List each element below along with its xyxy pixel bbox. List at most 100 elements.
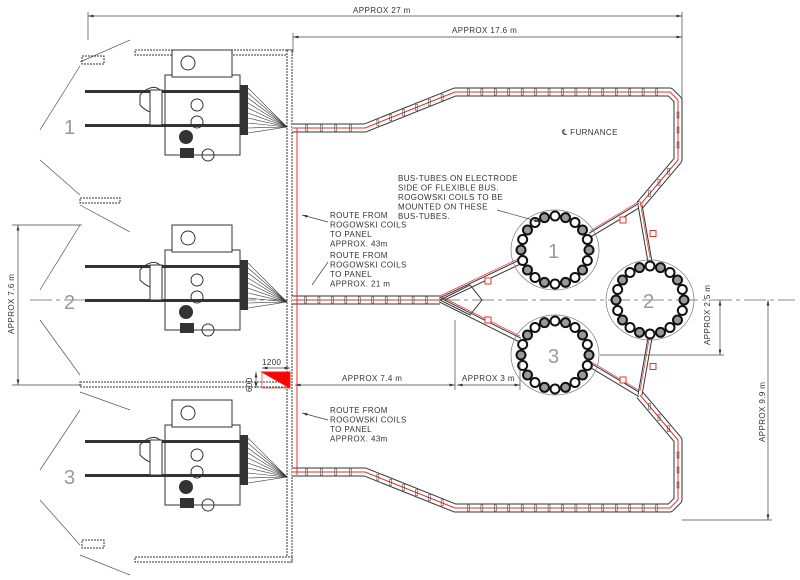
duct-support (334, 468, 338, 476)
flex-lead (247, 476, 288, 484)
flex-lead (247, 442, 288, 478)
note-route-lower-line: ROGOWSKI COILS (330, 416, 407, 425)
bus-tube (672, 314, 684, 326)
flex-lead (247, 457, 288, 478)
duct-support (467, 88, 470, 96)
duct-support (428, 99, 431, 106)
electrode-clamp-outline (510, 209, 600, 291)
pump (201, 148, 215, 162)
dimension-wall-to-delta: APPROX 7.4 m (295, 320, 456, 390)
duct-support (344, 296, 348, 304)
flex-lead (247, 292, 288, 303)
duct-support (415, 489, 418, 496)
duct-support (601, 88, 605, 96)
flex-lead (247, 267, 288, 303)
duct-support (628, 88, 631, 96)
flex-lead (247, 437, 288, 478)
bus-tube (616, 314, 628, 326)
duct-support (667, 168, 670, 175)
rogowski-coil (619, 376, 627, 384)
flex-lead (247, 107, 288, 128)
flex-lead (247, 126, 288, 129)
duct-support (305, 124, 308, 132)
coil-cable (639, 333, 651, 392)
electrode-number: 1 (548, 241, 559, 263)
flex-lead (247, 87, 288, 128)
bus-tube (549, 383, 561, 395)
bus-tube (655, 326, 667, 338)
dimension-overall: APPROX 27 m (87, 6, 683, 100)
note-route-upper-line: ROGOWSKI COILS (330, 221, 407, 230)
transformer-1: 1 (64, 49, 288, 162)
duct-support (507, 504, 510, 512)
bus-tube (549, 278, 561, 290)
duct-support (676, 126, 680, 134)
electrode-2: 2 (605, 259, 695, 341)
wall-angle-line (79, 39, 131, 63)
furnace-electrodes: 1 2 3 (438, 200, 695, 398)
bus-tube (521, 224, 533, 236)
note-route-middle-line: ROGOWSKI COILS (330, 261, 407, 270)
trench-outline (261, 371, 291, 389)
trench-width-label: 1200 (262, 358, 282, 367)
duct-support (657, 179, 661, 186)
wall-angle-line (39, 65, 81, 131)
bus-duct-upper-cable (292, 91, 679, 206)
duct-support (667, 425, 670, 432)
bus-tube (549, 210, 561, 222)
duct-support (676, 466, 680, 474)
electrode-number: 3 (548, 346, 559, 368)
rogowski-coil (649, 363, 657, 370)
duct-support (641, 88, 645, 96)
bus-tube (538, 317, 550, 329)
bushing (190, 290, 204, 304)
duct-support (615, 88, 618, 96)
duct-support (676, 481, 680, 489)
flange (149, 89, 163, 126)
duct-support (440, 93, 444, 101)
duct-support (648, 190, 651, 197)
bus-tube (633, 262, 645, 274)
duct-support (507, 88, 510, 96)
transformer-number: 2 (64, 292, 75, 314)
bus-tube (521, 329, 533, 341)
flexible-bus-inner (589, 203, 641, 237)
tap-changer-gear (179, 305, 193, 319)
duct-support (520, 88, 524, 96)
electrode-clamp-outline (510, 314, 600, 396)
flange (149, 264, 163, 301)
duct-support (428, 494, 431, 501)
wall-angle-line (39, 499, 81, 546)
note-route-lower-line: TO PANEL (330, 425, 372, 434)
bus-tube (515, 349, 527, 361)
bus-tube (560, 276, 572, 288)
rogowski-coil (619, 216, 627, 224)
duct-support (628, 504, 631, 512)
duct-support (601, 504, 605, 512)
bus-tube (616, 274, 628, 286)
duct-support (411, 296, 415, 304)
coil-cable (589, 200, 641, 232)
dimension-label: APPROX 7.4 m (342, 374, 402, 383)
bus-tube (577, 329, 589, 341)
bus-tube (664, 322, 676, 334)
bus-tube (676, 305, 688, 317)
wall-angle-line (79, 554, 131, 576)
note-bus-tubes-line: BUS-TUBES. (398, 212, 450, 221)
bushing (190, 448, 204, 462)
dimension-label: APPROX 3 m (462, 374, 515, 383)
duct-support (319, 468, 323, 476)
tap-changer-base (180, 323, 194, 333)
terminal-block (240, 435, 248, 485)
duct-support (655, 504, 658, 512)
bus-tube (644, 328, 656, 340)
duct-support (415, 104, 418, 111)
dimension-label: APPROX 7.6 m (7, 274, 16, 334)
flex-lead (247, 297, 288, 303)
flex-lead (247, 301, 288, 304)
duct-support (641, 504, 645, 512)
duct-support (402, 109, 405, 116)
bus-tube (529, 321, 541, 333)
bus-tube (678, 294, 690, 306)
note-route-upper-line: TO PANEL (330, 230, 372, 239)
